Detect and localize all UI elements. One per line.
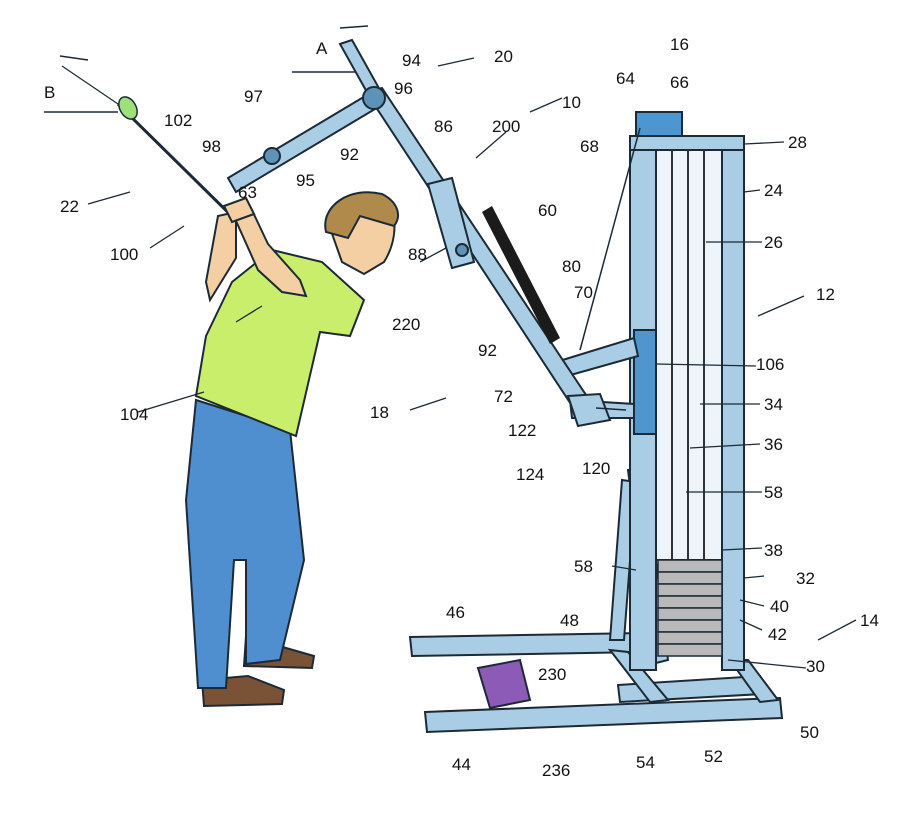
- label-106: 106: [756, 355, 784, 374]
- label-122: 122: [508, 421, 536, 440]
- golfer-hands: [222, 196, 256, 224]
- label-102: 102: [164, 111, 192, 130]
- label-94: 94: [402, 51, 421, 70]
- weight-stack: [657, 559, 723, 657]
- hub: [263, 86, 469, 257]
- label-30: 30: [806, 657, 825, 676]
- damper-rod: [482, 206, 560, 344]
- golfer-pants: [184, 398, 306, 689]
- label-200: 200: [492, 117, 520, 136]
- label-44: 44: [452, 755, 471, 774]
- label-48: 48: [560, 611, 579, 630]
- foot-pad: [476, 658, 532, 710]
- label-120: 120: [582, 459, 610, 478]
- label-86: 86: [434, 117, 453, 136]
- label-14: 14: [860, 611, 879, 630]
- label-72: 72: [494, 387, 513, 406]
- label-100: 100: [110, 245, 138, 264]
- label-34: 34: [764, 395, 783, 414]
- label-124: 124: [516, 465, 544, 484]
- golfer-hair: [324, 191, 399, 240]
- label-26: 26: [764, 233, 783, 252]
- angle-indicators: [44, 25, 369, 113]
- label-20: 20: [494, 47, 513, 66]
- label-16: 16: [670, 35, 689, 54]
- label-96: 96: [394, 79, 413, 98]
- label-40: 40: [770, 597, 789, 616]
- label-220: 220: [392, 315, 420, 334]
- label-92: 92: [340, 145, 359, 164]
- label-42: 42: [768, 625, 787, 644]
- cable-2: [595, 407, 627, 411]
- label-60: 60: [538, 201, 557, 220]
- label-104: 104: [120, 405, 148, 424]
- label-88: 88: [408, 245, 427, 264]
- label-80: 80: [562, 257, 581, 276]
- label-38: 38: [764, 541, 783, 560]
- label-95: 95: [296, 171, 315, 190]
- golfer: [184, 191, 399, 708]
- label-68: 68: [580, 137, 599, 156]
- label-54: 54: [636, 753, 655, 772]
- machine-base: [408, 631, 784, 734]
- label-66: 66: [670, 73, 689, 92]
- label-97: 97: [244, 87, 263, 106]
- label-52: 52: [704, 747, 723, 766]
- golfer-shirt: [194, 248, 366, 438]
- label-28: 28: [788, 133, 807, 152]
- label-50: 50: [800, 723, 819, 742]
- label-32: 32: [796, 569, 815, 588]
- label-58: 58: [764, 483, 783, 502]
- label-98: 98: [202, 137, 221, 156]
- label-22: 22: [60, 197, 79, 216]
- leader-lines: [87, 57, 857, 669]
- label-236: 236: [542, 761, 570, 780]
- golf-club: [61, 65, 254, 238]
- label-A: A: [316, 39, 328, 58]
- cable: [579, 127, 641, 351]
- label-46: 46: [446, 603, 465, 622]
- label-70: 70: [574, 283, 593, 302]
- label-36: 36: [764, 435, 783, 454]
- label-58b: 58: [574, 557, 593, 576]
- label-18: 18: [370, 403, 389, 422]
- label-64: 64: [616, 69, 635, 88]
- label-10: 10: [562, 93, 581, 112]
- label-24: 24: [764, 181, 783, 200]
- label-12: 12: [816, 285, 835, 304]
- label-63: 63: [238, 183, 257, 202]
- label-230: 230: [538, 665, 566, 684]
- label-B: B: [44, 83, 55, 102]
- reference-labels: A B 94 96 20 16 64 66 97 102 86 200 10 6…: [44, 35, 879, 780]
- label-92b: 92: [478, 341, 497, 360]
